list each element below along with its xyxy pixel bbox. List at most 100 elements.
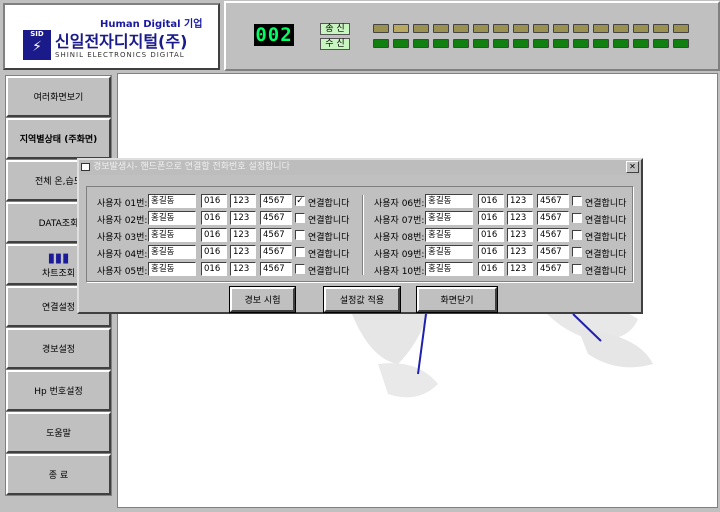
company-logo-panel: Human Digital 기업 SID⚡ 신일전자디지털(주) SHINIL … <box>3 3 220 70</box>
send-lamp <box>453 24 469 33</box>
receive-lamp <box>373 39 389 48</box>
phone-last-input[interactable]: 4567 <box>537 262 569 276</box>
phone-last-input[interactable]: 4567 <box>260 194 292 208</box>
send-lamp <box>613 24 629 33</box>
connect-label: 연결합니다 <box>585 250 627 260</box>
phone-last-input[interactable]: 4567 <box>537 194 569 208</box>
connect-checkbox[interactable] <box>295 264 305 274</box>
phone-middle-input[interactable]: 123 <box>230 194 256 208</box>
phone-prefix-input[interactable]: 016 <box>201 228 227 242</box>
phone-prefix-input[interactable]: 016 <box>201 245 227 259</box>
phone-prefix-input[interactable]: 016 <box>201 262 227 276</box>
hp-number-dialog: 경보발생시- 핸드폰으로 연결할 전화번호 설정합니다 ✕ 사용자 01번: 홍… <box>77 158 643 314</box>
receive-lamp <box>513 39 529 48</box>
connect-checkbox[interactable] <box>572 264 582 274</box>
phone-last-input[interactable]: 4567 <box>537 228 569 242</box>
phone-middle-input[interactable]: 123 <box>230 228 256 242</box>
user-name-input[interactable]: 홍길동 <box>148 228 196 242</box>
dialog-titlebar[interactable]: 경보발생시- 핸드폰으로 연결할 전화번호 설정합니다 ✕ <box>79 160 641 175</box>
connect-checkbox[interactable] <box>295 213 305 223</box>
phone-middle-input[interactable]: 123 <box>230 211 256 225</box>
phone-last-input[interactable]: 4567 <box>260 245 292 259</box>
connect-checkbox[interactable] <box>572 196 582 206</box>
connect-checkbox[interactable] <box>572 247 582 257</box>
close-icon[interactable]: ✕ <box>626 161 639 173</box>
receive-lamp <box>573 39 589 48</box>
phone-prefix-input[interactable]: 016 <box>478 228 504 242</box>
sidebar-item-9[interactable]: 종 료 <box>5 453 112 496</box>
user-name-input[interactable]: 홍길동 <box>148 211 196 225</box>
counter-display: 002 <box>254 24 294 46</box>
sidebar-item-0[interactable]: 여러화면보기 <box>5 75 112 118</box>
sidebar-item-6[interactable]: 경보설정 <box>5 327 112 370</box>
user-name-input[interactable]: 홍길동 <box>148 245 196 259</box>
user-name-input[interactable]: 홍길동 <box>425 211 473 225</box>
window-icon <box>81 163 90 171</box>
connect-checkbox[interactable] <box>572 230 582 240</box>
receive-lamp <box>493 39 509 48</box>
receive-lamp <box>553 39 569 48</box>
close-screen-button[interactable]: 화면닫기 <box>416 286 498 313</box>
phone-last-input[interactable]: 4567 <box>537 211 569 225</box>
connect-checkbox[interactable] <box>295 230 305 240</box>
phone-prefix-input[interactable]: 016 <box>201 194 227 208</box>
sidebar-item-label: Hp 번호설정 <box>34 387 83 397</box>
user-name-input[interactable]: 홍길동 <box>425 228 473 242</box>
phone-middle-input[interactable]: 123 <box>507 245 533 259</box>
phone-prefix-input[interactable]: 016 <box>478 211 504 225</box>
phone-prefix-input[interactable]: 016 <box>478 245 504 259</box>
user-label: 사용자 04번: <box>97 250 148 260</box>
phone-middle-input[interactable]: 123 <box>507 228 533 242</box>
sidebar-item-label: 여러화면보기 <box>33 93 84 103</box>
send-lamp <box>433 24 449 33</box>
receive-lamp <box>413 39 429 48</box>
sidebar-item-label: 종 료 <box>48 471 69 481</box>
phone-middle-input[interactable]: 123 <box>507 262 533 276</box>
connect-checkbox[interactable] <box>295 247 305 257</box>
sidebar-item-label: 차트조회 <box>41 268 76 279</box>
receive-lamp <box>633 39 649 48</box>
send-lamp <box>373 24 389 33</box>
phone-last-input[interactable]: 4567 <box>260 228 292 242</box>
user-name-input[interactable]: 홍길동 <box>148 262 196 276</box>
phone-prefix-input[interactable]: 016 <box>201 211 227 225</box>
apply-settings-button[interactable]: 설정값 적용 <box>323 286 401 313</box>
phone-last-input[interactable]: 4567 <box>260 262 292 276</box>
receive-lamp <box>433 39 449 48</box>
sidebar-item-label: DATA조회 <box>38 219 79 229</box>
phone-last-input[interactable]: 4567 <box>537 245 569 259</box>
phone-middle-input[interactable]: 123 <box>507 194 533 208</box>
sidebar-item-8[interactable]: 도움말 <box>5 411 112 454</box>
user-name-input[interactable]: 홍길동 <box>425 245 473 259</box>
phone-middle-input[interactable]: 123 <box>230 262 256 276</box>
connect-checkbox[interactable]: ✓ <box>295 196 305 206</box>
sidebar-item-1[interactable]: 지역별상태 (주화면) <box>5 117 112 160</box>
sidebar-item-7[interactable]: Hp 번호설정 <box>5 369 112 412</box>
send-lamp <box>473 24 489 33</box>
status-panel <box>224 1 720 71</box>
column-divider <box>362 195 363 275</box>
connect-checkbox[interactable] <box>572 213 582 223</box>
phone-last-input[interactable]: 4567 <box>260 211 292 225</box>
phone-middle-input[interactable]: 123 <box>507 211 533 225</box>
receive-label: 수 신 <box>320 38 350 50</box>
send-lamp <box>653 24 669 33</box>
company-name-en: SHINIL ELECTRONICS DIGITAL <box>55 51 185 59</box>
send-lamp <box>533 24 549 33</box>
user-name-input[interactable]: 홍길동 <box>148 194 196 208</box>
sidebar-item-label: 연결설정 <box>41 303 76 313</box>
user-name-input[interactable]: 홍길동 <box>425 194 473 208</box>
phone-prefix-input[interactable]: 016 <box>478 262 504 276</box>
phone-prefix-input[interactable]: 016 <box>478 194 504 208</box>
user-name-input[interactable]: 홍길동 <box>425 262 473 276</box>
connect-label: 연결합니다 <box>308 250 350 260</box>
connect-label: 연결합니다 <box>585 216 627 226</box>
send-lamp <box>393 24 409 33</box>
receive-lamp <box>533 39 549 48</box>
connect-label: 연결합니다 <box>585 199 627 209</box>
user-label: 사용자 08번: <box>374 233 425 243</box>
phone-middle-input[interactable]: 123 <box>230 245 256 259</box>
receive-lamp <box>593 39 609 48</box>
connect-label: 연결합니다 <box>308 267 350 277</box>
alarm-test-button[interactable]: 경보 시험 <box>229 286 296 313</box>
